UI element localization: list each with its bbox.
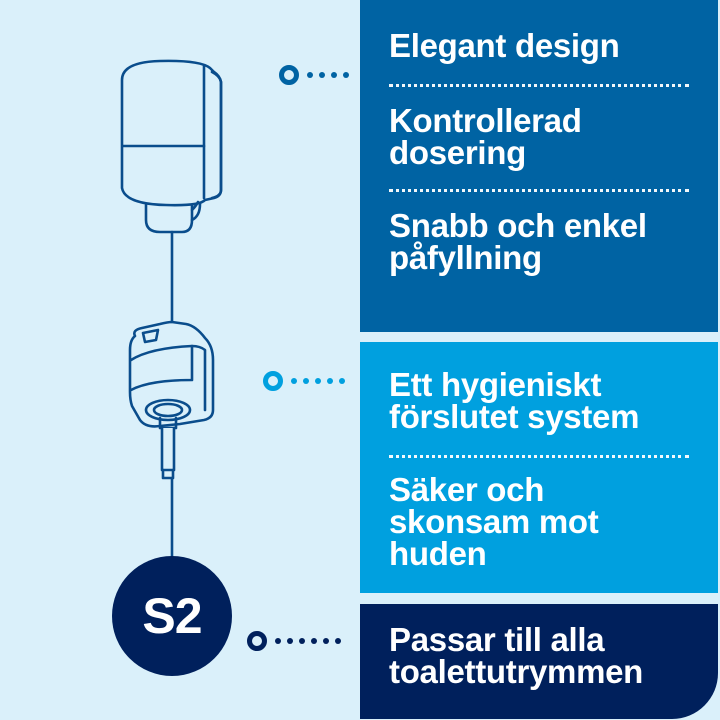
feature-elegant-design: Elegant design: [389, 27, 620, 64]
feature-hygienic-sealed: Ett hygieniskt förslutet system: [389, 366, 640, 435]
connector-system: [247, 631, 341, 651]
refill-cartridge-icon: [128, 320, 215, 480]
dotted-divider: [389, 455, 689, 458]
ring-marker-icon: [263, 371, 283, 391]
feature-quick-refill: Snabb och enkel påfyllning: [389, 207, 647, 276]
s2-badge-label: S2: [142, 588, 202, 644]
dotted-leader: [291, 378, 345, 384]
feature-all-washrooms: Passar till alla toalettutrymmen: [389, 621, 644, 690]
connector-refill: [263, 371, 345, 391]
dispenser-icon: [120, 59, 223, 234]
ring-marker-icon: [279, 65, 299, 85]
dotted-leader: [275, 638, 341, 644]
panel-refill-benefits: Ett hygieniskt förslutet system Säker oc…: [360, 342, 718, 593]
dotted-leader: [307, 72, 349, 78]
feature-skin-friendly: Säker och skonsam mot huden: [389, 471, 599, 572]
feature-controlled-dosing: Kontrollerad dosering: [389, 102, 582, 171]
panel-system-benefits: Passar till alla toalettutrymmen: [360, 604, 718, 719]
s2-system-badge: S2: [112, 556, 232, 676]
connector-dispenser: [279, 65, 349, 85]
dotted-divider: [389, 189, 689, 192]
dotted-divider: [389, 84, 689, 87]
panel-dispenser-benefits: Elegant design Kontrollerad dosering Sna…: [360, 0, 718, 332]
product-illustration: [120, 59, 223, 562]
ring-marker-icon: [247, 631, 267, 651]
